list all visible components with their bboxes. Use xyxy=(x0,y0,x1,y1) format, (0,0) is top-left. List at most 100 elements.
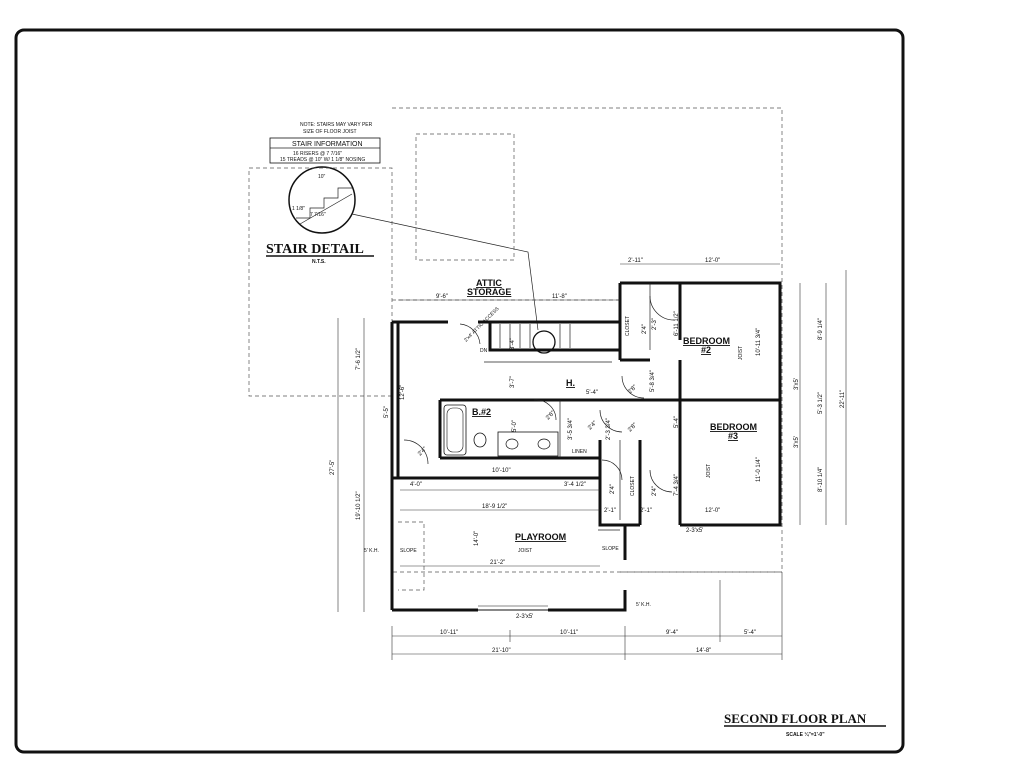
riser-dim: 7 7/16" xyxy=(310,212,326,218)
sheet-scale: SCALE ¼"=1'-0" xyxy=(786,731,825,738)
door-left-room: 2'4" xyxy=(417,446,428,457)
dim-bed3-h2: 11'-0 1/4" xyxy=(756,457,762,482)
dim-left-upper: 7'-6 1/2" xyxy=(356,348,362,370)
dim-bed3-h3: 7'-4 3/4" xyxy=(674,474,680,496)
dim-play-v: 14'-0" xyxy=(474,531,480,546)
dim-closet-w2: 2'-1" xyxy=(640,508,652,514)
title-block: SECOND FLOOR PLAN SCALE ¼"=1'-0" xyxy=(724,711,886,738)
joist-bed2: JOIST xyxy=(738,346,744,360)
dim-play-w: 21'-2" xyxy=(490,560,505,566)
dim-bed3-w: 12'-0" xyxy=(705,508,720,514)
bedroom2-label-line2: #2 xyxy=(701,345,711,355)
dim-left-room-v2: 5'-5" xyxy=(384,406,390,418)
room-labels: ATTIC STORAGE BEDROOM #2 BEDROOM #3 B.#2… xyxy=(364,278,757,608)
stair-dn-label: DN xyxy=(480,348,488,354)
dim-play-mid: 3'-4 1/2" xyxy=(564,482,586,488)
dim-bath-v: 5'-0" xyxy=(512,420,518,432)
dimension-labels: 9'-6" 11'-8" 2'-11" 12'-0" 7'-6 1/2" 19'… xyxy=(330,258,846,654)
dim-closet-w: 2'-1" xyxy=(604,508,616,514)
door-bed3: 2'8" xyxy=(627,422,638,433)
dim-bed3-h1: 5'-4" xyxy=(674,416,680,428)
attic-access-label: 2'x4' ATTIC ACCESS xyxy=(463,306,501,344)
slope-right: SLOPE xyxy=(602,546,619,552)
dim-bot-2: 10'-11" xyxy=(560,630,578,636)
stair-detail-subtitle: N.T.S. xyxy=(312,259,326,265)
dim-attic-right: 11'-8" xyxy=(552,294,567,300)
playroom-joist: JOIST xyxy=(518,548,532,554)
stair-note-line2: SIZE OF FLOOR JOIST xyxy=(303,129,357,135)
toilet xyxy=(473,432,487,448)
dim-left-total: 27'-5" xyxy=(330,460,336,475)
linen-label: LINEN xyxy=(572,449,587,455)
dim-bed2-h1: 6'-11 1/2" xyxy=(674,311,680,336)
dim-bot-4: 5'-4" xyxy=(744,630,756,636)
dim-hall-v: 3'-7" xyxy=(510,376,516,388)
dim-stair-v: 3'-4" xyxy=(510,338,516,350)
closet-bed2: CLOSET xyxy=(625,316,631,336)
dim-bot-1: 10'-11" xyxy=(440,630,458,636)
stair-treads: 15 TREADS @ 10" W/ 1 1/8" NOSING xyxy=(280,157,365,163)
attic-label-line2: STORAGE xyxy=(467,287,511,297)
joist-bed3: JOIST xyxy=(706,464,712,478)
bedroom3-label-line2: #3 xyxy=(728,431,738,441)
bath2-label: B.#2 xyxy=(472,407,491,417)
dim-bot-total-left: 21'-10" xyxy=(492,648,511,654)
kh-right: 5' K.H. xyxy=(636,602,651,608)
dim-bath-v2: 3'-5 3/4" xyxy=(568,418,574,440)
vanity xyxy=(497,431,559,457)
dim-attic-left: 9'-6" xyxy=(436,294,448,300)
door-closet-bed2: 2'4" xyxy=(642,324,648,334)
dim-bot-total-right: 14'-8" xyxy=(696,648,711,654)
kh-left: 5' K.H. xyxy=(364,548,379,554)
dim-linen-w: 2'-3 3/4" xyxy=(606,418,612,440)
dimension-lines xyxy=(337,263,847,660)
dim-bottom-window: 2-3'x5' xyxy=(516,614,533,620)
stair-detail-title: STAIR DETAIL xyxy=(266,242,364,257)
door-hall: 2'8" xyxy=(627,384,638,395)
bathtub xyxy=(443,404,467,456)
dim-bed-closet: 2'-3" xyxy=(652,318,658,330)
dim-right-3: 8'-10 1/4" xyxy=(818,467,824,492)
dim-hall-w: 5'-4" xyxy=(586,390,598,396)
bedroom3-label-line1: BEDROOM xyxy=(710,422,757,432)
dim-bot-3: 9'-4" xyxy=(666,630,678,636)
stair-detail: NOTE: STAIRS MAY VARY PER SIZE OF FLOOR … xyxy=(266,122,539,331)
sheet-border xyxy=(14,28,905,754)
dim-right-2: 5'-3 1/2" xyxy=(818,392,824,414)
door-closet-bed3: 2'4" xyxy=(652,486,658,496)
sheet-title: SECOND FLOOR PLAN xyxy=(724,711,867,726)
detail-leader-line xyxy=(351,213,539,331)
door-closet-play: 2'4" xyxy=(610,484,616,494)
dim-top-bed: 12'-0" xyxy=(705,258,720,264)
door-bath: 2'6" xyxy=(545,410,556,421)
nosing-dim: 1 1/8" xyxy=(292,206,305,212)
dim-top-closet: 2'-11" xyxy=(628,258,643,264)
slope-left: SLOPE xyxy=(400,548,417,554)
dim-right-window: 2-3'x5' xyxy=(686,528,703,534)
dim-right-win-b2: 3'x5' xyxy=(794,378,800,390)
hall-label: H. xyxy=(566,378,575,388)
door-linen: 2'4" xyxy=(587,420,598,431)
dim-left-lower: 19'-10 1/2" xyxy=(356,491,362,520)
tread-dim: 10" xyxy=(318,174,326,180)
stair-info-box xyxy=(269,137,381,164)
dim-play-top: 18'-9 1/2" xyxy=(482,504,507,510)
dim-right-total: 22'-11" xyxy=(840,390,846,408)
dim-left-room-w: 4'-0" xyxy=(410,482,422,488)
stair-note-line1: NOTE: STAIRS MAY VARY PER xyxy=(300,122,373,128)
playroom-label: PLAYROOM xyxy=(515,532,566,542)
dim-left-room-v: 12'-6" xyxy=(400,385,406,400)
closet-bed3: CLOSET xyxy=(630,476,636,496)
bedroom2-label-line1: BEDROOM xyxy=(683,336,730,346)
stair-detail-circle xyxy=(288,166,356,234)
attic-storage-outline xyxy=(415,133,515,261)
attic-label-line1: ATTIC xyxy=(476,278,502,288)
dim-bed2-h2: 10'-11 3/4" xyxy=(756,328,762,356)
stairwell: DN xyxy=(480,324,612,363)
door-swings xyxy=(403,295,675,493)
dim-right-1: 8'-9 1/4" xyxy=(818,318,824,340)
bath-fixtures xyxy=(443,404,559,457)
exterior-walls xyxy=(390,281,782,612)
